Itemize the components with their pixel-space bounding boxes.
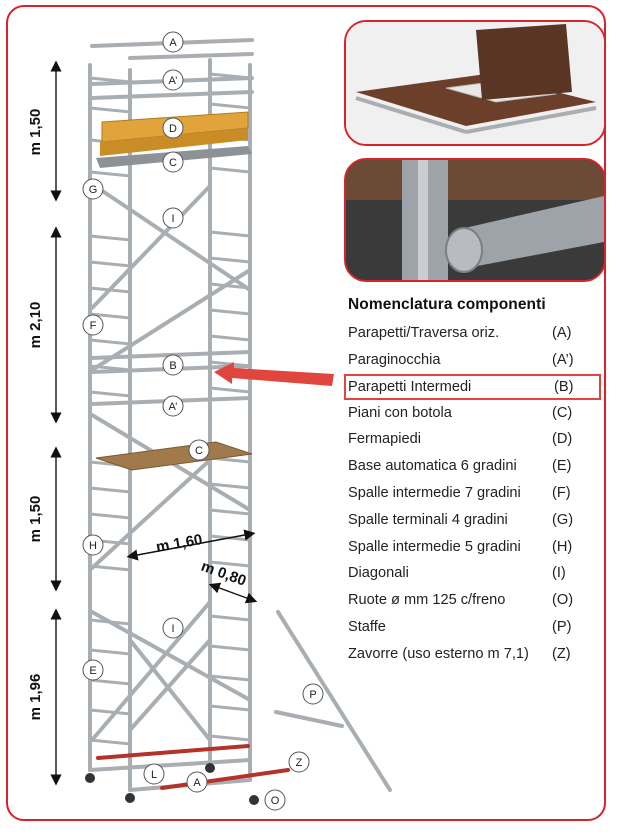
connector-photo: [344, 158, 606, 282]
legend-item-code: (Z): [552, 645, 571, 662]
legend-item-code: (E): [552, 458, 572, 475]
legend-item-name: Paraginocchia: [348, 351, 441, 368]
legend-item: Base automatica 6 gradini (E): [346, 453, 606, 480]
outer-frame: [6, 5, 606, 821]
legend-item-code: (O): [552, 592, 574, 609]
height-label-4: m 1,96: [27, 674, 44, 721]
svg-text:A’: A’: [169, 401, 178, 413]
legend-item: Spalle intermedie 5 gradini (H): [346, 534, 606, 561]
length-label: m 1,60: [155, 531, 204, 556]
legend-item: Piani con botola (C): [346, 400, 606, 427]
callout-H: H: [82, 534, 104, 556]
legend-item-name: Zavorre (uso esterno m 7,1): [348, 645, 529, 662]
connector-illustration: [346, 160, 604, 280]
highlight-arrow: [214, 362, 334, 386]
callout-I-top: I: [162, 207, 184, 229]
platform-middle: [95, 441, 253, 471]
legend-item-name: Spalle intermedie 5 gradini: [348, 538, 521, 555]
height-label-3: m 1,50: [27, 496, 44, 543]
legend-item-code: (D): [552, 431, 573, 448]
callout-D: D: [162, 117, 184, 139]
legend-item-name: Diagonali: [348, 565, 409, 582]
callout-A-bottom: A: [186, 771, 208, 793]
callout-C-top: C: [162, 151, 184, 173]
legend-item: Parapetti/Traversa oriz. (A): [346, 320, 606, 347]
svg-text:I: I: [171, 213, 174, 225]
svg-text:O: O: [271, 795, 280, 807]
legend-item: Fermapiedi (D): [346, 426, 606, 453]
svg-text:Z: Z: [296, 757, 303, 769]
legend-title: Nomenclatura componenti: [348, 296, 546, 313]
svg-text:H: H: [89, 540, 97, 552]
legend-list: Parapetti/Traversa oriz. (A) Paraginocchi…: [344, 320, 606, 668]
svg-text:A: A: [169, 37, 177, 49]
legend-item-code: (A’): [552, 351, 574, 368]
callout-I-low: I: [162, 617, 184, 639]
svg-text:D: D: [169, 123, 177, 135]
svg-text:G: G: [89, 184, 98, 196]
svg-text:L: L: [151, 769, 157, 781]
svg-text:I: I: [171, 623, 174, 635]
legend-item: Zavorre (uso esterno m 7,1) (Z): [346, 641, 606, 668]
legend-item-code: (G): [552, 511, 574, 528]
callout-G: G: [82, 178, 104, 200]
callout-P: P: [302, 683, 324, 705]
ballast-bars: [96, 744, 290, 790]
callout-C-mid: C: [188, 439, 210, 461]
svg-text:C: C: [195, 445, 203, 457]
legend-item-code: (I): [552, 565, 566, 582]
svg-text:P: P: [309, 689, 316, 701]
legend-item: Diagonali (I): [346, 560, 606, 587]
callout-E: E: [82, 659, 104, 681]
legend-item-code: (A): [552, 325, 572, 341]
legend-item-code: (P): [552, 618, 572, 635]
legend-item-name: Spalle intermedie 7 gradini: [348, 484, 521, 501]
legend-item: Staffe (P): [346, 614, 606, 641]
legend-item-name: Base automatica 6 gradini: [348, 458, 517, 475]
legend-item-code: (F): [552, 484, 571, 501]
legend-item-name: Parapetti/Traversa oriz.: [348, 325, 500, 341]
callout-A1-top: A’: [162, 69, 184, 91]
svg-text:A’: A’: [169, 75, 178, 87]
svg-text:B: B: [169, 360, 176, 372]
legend-item: Paraginocchia (A’): [346, 347, 606, 374]
scaffold-tower: [88, 38, 254, 792]
legend-item-name: Parapetti Intermedi: [348, 378, 472, 395]
legend-item: Spalle terminali 4 gradini (G): [346, 507, 606, 534]
svg-text:C: C: [169, 157, 177, 169]
svg-text:F: F: [90, 320, 97, 332]
callout-F: F: [82, 314, 104, 336]
outrigger: [274, 610, 392, 792]
legend-item-code: (B): [554, 378, 574, 395]
svg-text:A: A: [193, 777, 201, 789]
height-label-2: m 2,10: [27, 302, 44, 349]
legend-item: Ruote ø mm 125 c/freno (O): [346, 587, 606, 614]
legend-item: Spalle intermedie 7 gradini (F): [346, 480, 606, 507]
legend-item-code: (H): [552, 538, 573, 555]
callout-A1-mid: A’: [162, 395, 184, 417]
legend-item-name: Piani con botola: [348, 404, 452, 421]
component-legend: Nomenclatura componenti Parapetti/Traver…: [344, 296, 606, 668]
legend-item-name: Fermapiedi: [348, 431, 421, 448]
callout-A-top: A: [162, 31, 184, 53]
platform-illustration: [346, 22, 604, 144]
height-label-1: m 1,50: [27, 109, 44, 156]
callout-O: O: [264, 789, 286, 811]
callout-labels: A A’ D C G I F B A’ C H I E P Z L A O: [82, 31, 324, 811]
wheels: [85, 763, 259, 805]
svg-text:E: E: [89, 665, 96, 677]
legend-item-name: Ruote ø mm 125 c/freno: [348, 592, 506, 609]
callout-L: L: [143, 763, 165, 785]
legend-item-highlighted: Parapetti Intermedi (B): [344, 373, 601, 400]
legend-item-code: (C): [552, 404, 573, 421]
legend-item-name: Staffe: [348, 618, 386, 635]
callout-Z: Z: [288, 751, 310, 773]
callout-B: B: [162, 354, 184, 376]
width-dimension-lines: [126, 529, 258, 604]
platform-photo: [344, 20, 606, 146]
legend-item-name: Spalle terminali 4 gradini: [348, 511, 508, 528]
